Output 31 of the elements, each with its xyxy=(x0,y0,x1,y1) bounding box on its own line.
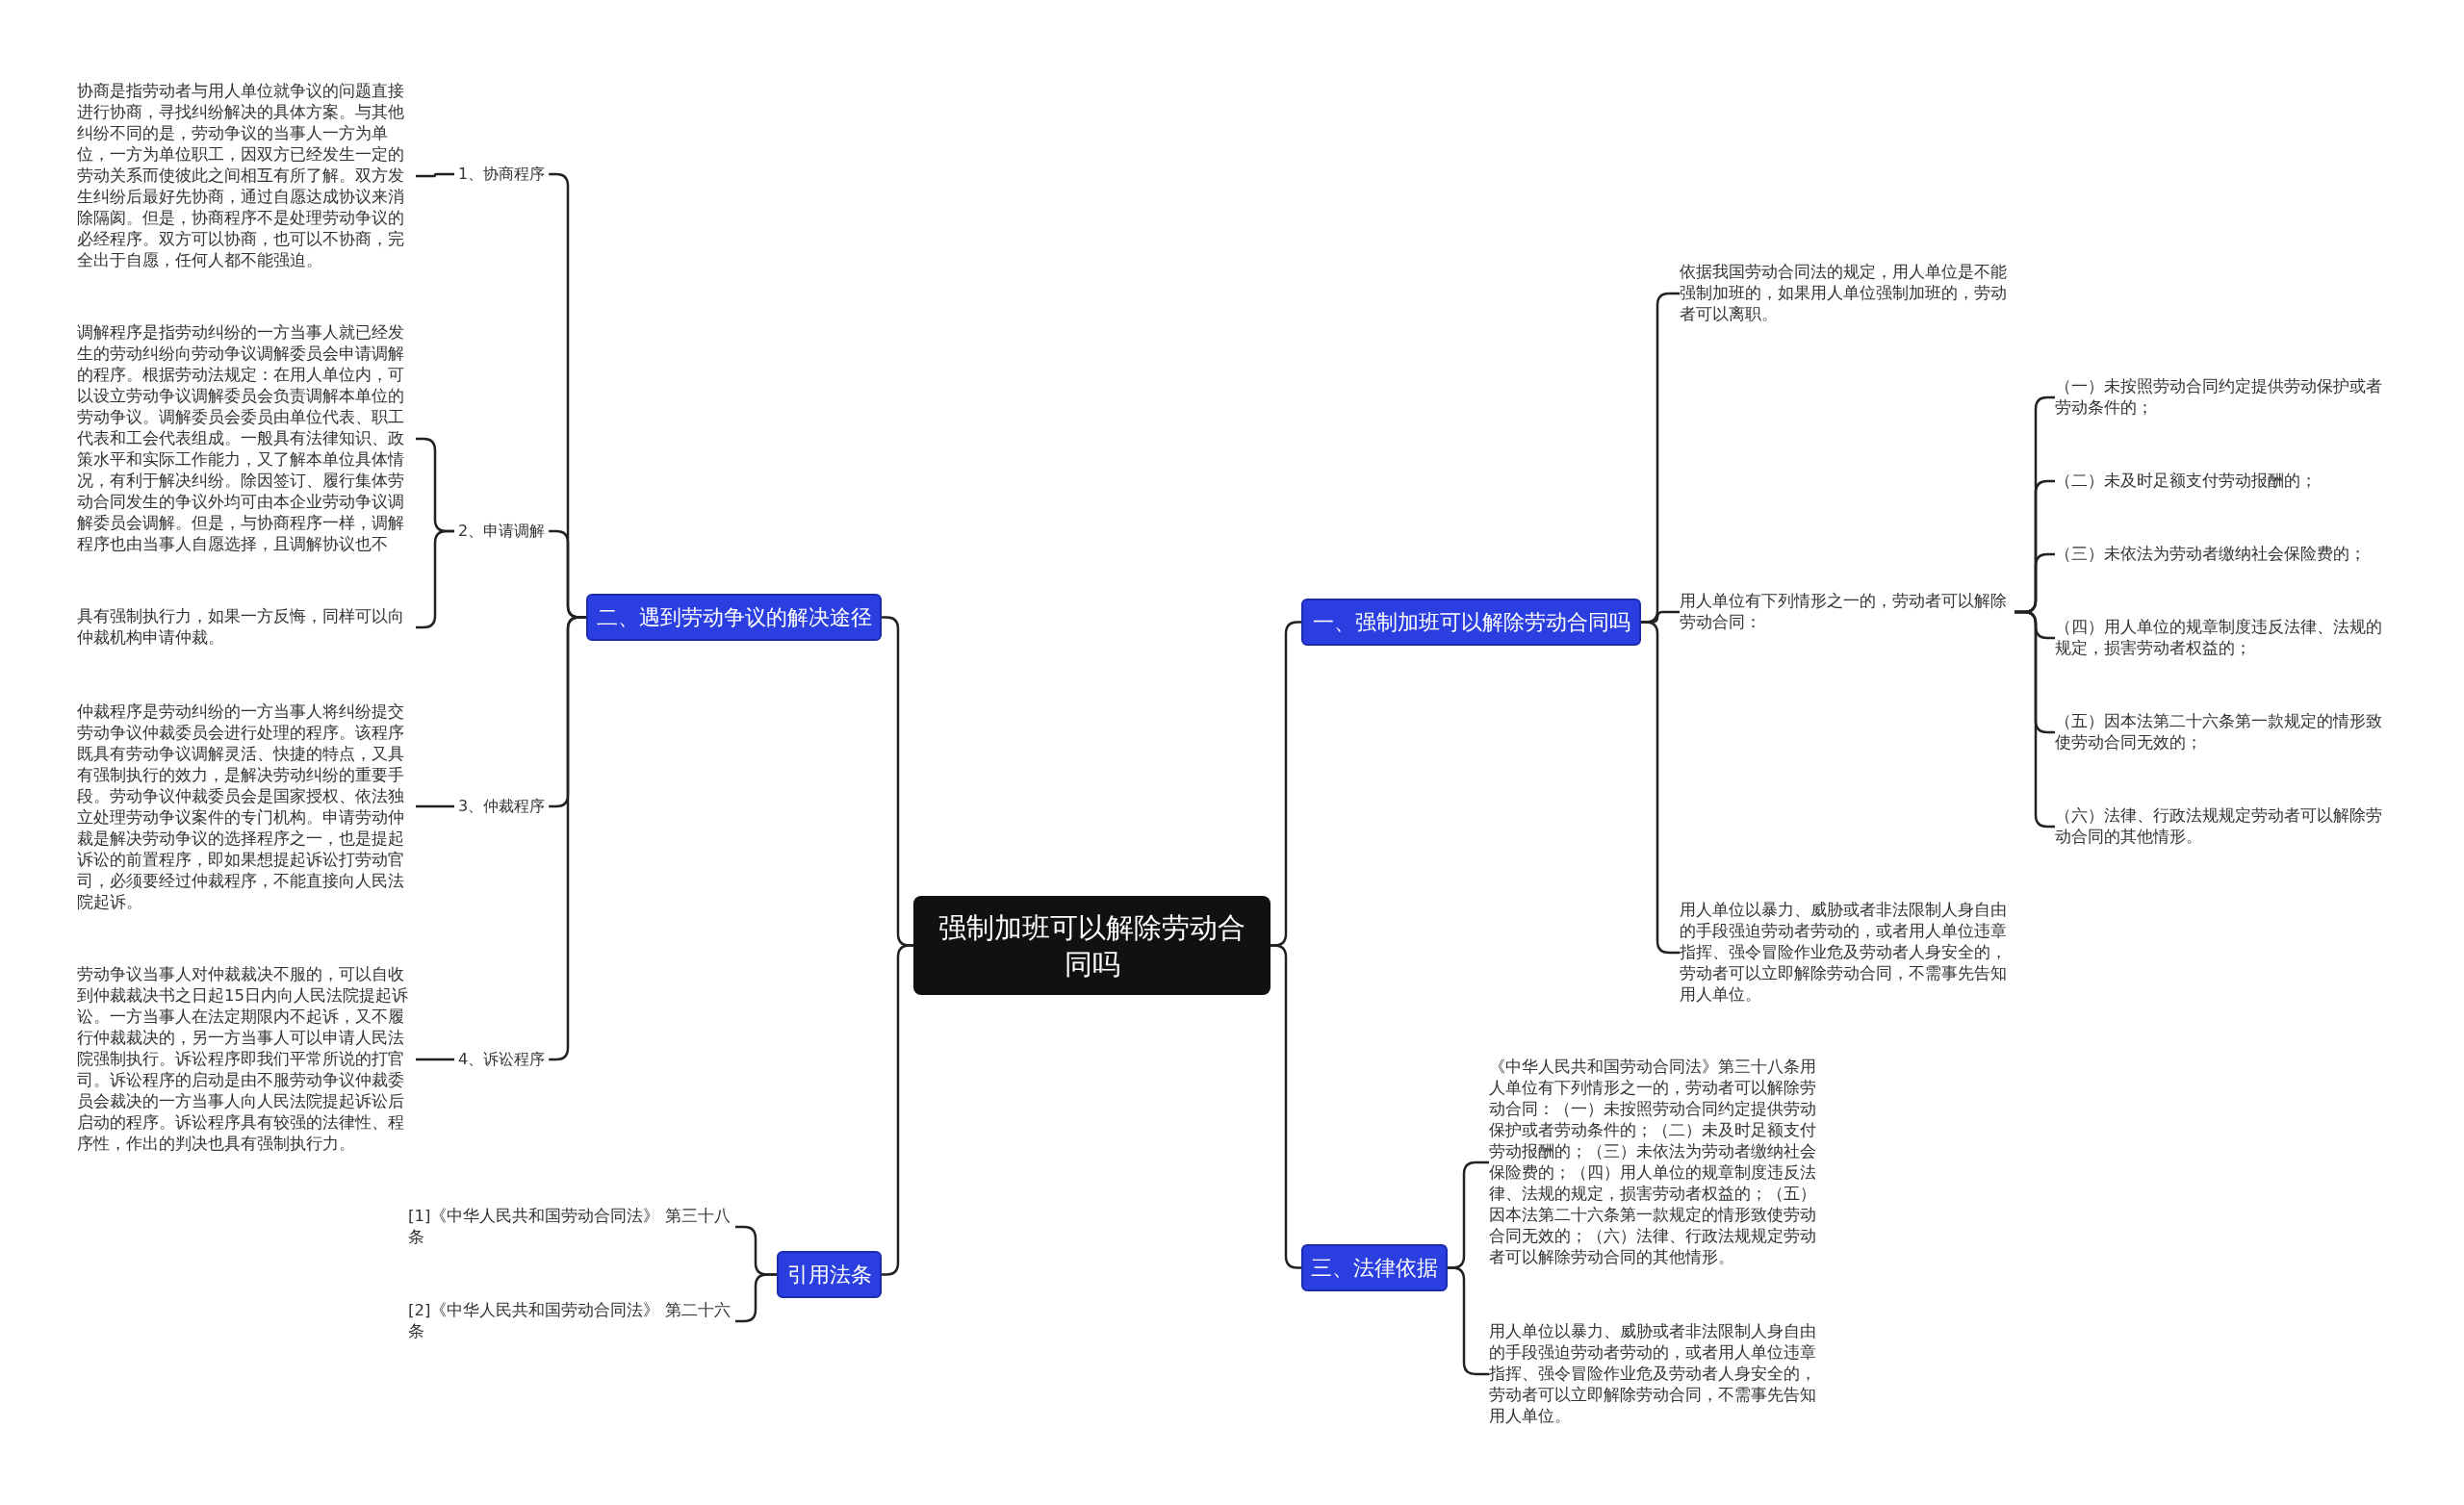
connector-line xyxy=(416,1058,454,1061)
branch-topic-box: 一、强制加班可以解除劳动合同吗 xyxy=(1301,599,1641,646)
branch-topic-box: 三、法律依据 xyxy=(1301,1244,1448,1291)
note-text: 用人单位有下列情形之一的，劳动者可以解除劳动合同： xyxy=(1680,591,2015,633)
note-text: 《中华人民共和国劳动合同法》第三十八条用人单位有下列情形之一的，劳动者可以解除劳动合同：（一）未按照劳动合同约定提供劳动保护或者劳动条件的；（二）未及时足额支付劳动报酬的；（三）未依法为劳动者缴纳社会保险费的；（四）用人单位的规章制度违反法律、法规的规定，损害劳动者权益的；（五）因本法第二十六条第一款规定的情形致使劳动合同无效的；（六）法律、行政法规规定劳动者可以解除劳动合同的其他情形。 xyxy=(1489,1057,1826,1268)
note-text: 劳动争议当事人对仲裁裁决不服的，可以自收到仲裁裁决书之日起15日内向人民法院提起诉讼。一方当事人在法定期限内不起诉，又不履行仲裁裁决的，另一方当事人可以申请人民法院强制执行。诉讼程序即我们平常所说的打官司。诉讼程序的启动是由不服劳动争议仲裁委员会裁决的一方当事人向人民法院提起诉讼后启动的程序。诉讼程序具有较强的法律性、程序性，作出的判决也具有强制执行力。 xyxy=(77,964,416,1155)
note-text: 仲裁程序是劳动纠纷的一方当事人将纠纷提交劳动争议仲裁委员会进行处理的程序。该程序既具有劳动争议调解灵活、快捷的特点，又具有强制执行的效力，是解决劳动纠纷的重要手段。劳动争议仲裁委员会是国家授权、依法独立处理劳动争议案件的专门机构。申请劳动仲裁是解决劳动争议的选择程序之一，也是提起诉讼的前置程序，即如果想提起诉讼打劳动官司，必须要经过仲裁程序，不能直接向人民法院起诉。 xyxy=(77,701,416,913)
central-topic-box: 强制加班可以解除劳动合同吗 xyxy=(913,896,1270,995)
connector-line xyxy=(416,804,454,808)
connector-line xyxy=(416,172,454,178)
topic-label: 3、仲裁程序 xyxy=(454,796,550,817)
note-text: 具有强制执行力，如果一方反悔，同样可以向仲裁机构申请仲裁。 xyxy=(77,606,416,649)
note-text: （二）未及时足额支付劳动报酬的； xyxy=(2055,471,2392,492)
branch-topic-box: 二、遇到劳动争议的解决途径 xyxy=(586,594,882,641)
note-text: [2]《中华人民共和国劳动合同法》 第二十六条 xyxy=(408,1300,735,1342)
note-text: （三）未依法为劳动者缴纳社会保险费的； xyxy=(2055,544,2392,565)
branch-topic-box: 引用法条 xyxy=(777,1251,882,1298)
note-text: 用人单位以暴力、威胁或者非法限制人身自由的手段强迫劳动者劳动的，或者用人单位违章指挥、强令冒险作业危及劳动者人身安全的，劳动者可以立即解除劳动合同，不需事先告知用人单位。 xyxy=(1489,1321,1826,1427)
note-text: 用人单位以暴力、威胁或者非法限制人身自由的手段强迫劳动者劳动的，或者用人单位违章指挥、强令冒险作业危及劳动者人身安全的，劳动者可以立即解除劳动合同，不需事先告知用人单位。 xyxy=(1680,900,2015,1006)
note-text: 调解程序是指劳动纠纷的一方当事人就已经发生的劳动纠纷向劳动争议调解委员会申请调解的程序。根据劳动法规定：在用人单位内，可以设立劳动争议调解委员会负责调解本单位的劳动争议。调解委员会委员由单位代表、职工代表和工会代表组成。一般具有法律知识、政策水平和实际工作能力，又了解本单位具体情况，有利于解决纠纷。除因签订、履行集体劳动合同发生的争议外均可由本企业劳动争议调解委员会调解。但是，与协商程序一样，调解程序也由当事人自愿选择，且调解协议也不 xyxy=(77,322,416,555)
topic-label: 2、申请调解 xyxy=(454,521,550,542)
note-text: [1]《中华人民共和国劳动合同法》 第三十八条 xyxy=(408,1206,735,1248)
note-text: （六）法律、行政法规规定劳动者可以解除劳动合同的其他情形。 xyxy=(2055,805,2392,848)
topic-label: 1、协商程序 xyxy=(454,164,550,185)
note-text: （五）因本法第二十六条第一款规定的情形致使劳动合同无效的； xyxy=(2055,711,2392,753)
topic-label: 4、诉讼程序 xyxy=(454,1049,550,1070)
note-text: （一）未按照劳动合同约定提供劳动保护或者劳动条件的； xyxy=(2055,376,2392,419)
note-text: （四）用人单位的规章制度违反法律、法规的规定，损害劳动者权益的； xyxy=(2055,617,2392,659)
note-text: 依据我国劳动合同法的规定，用人单位是不能强制加班的，如果用人单位强制加班的，劳动者可以离职。 xyxy=(1680,262,2015,325)
connector-line xyxy=(549,616,586,1061)
note-text: 协商是指劳动者与用人单位就争议的问题直接进行协商，寻找纠纷解决的具体方案。与其他纠纷不同的是，劳动争议的当事人一方为单位，一方为单位职工，因双方已经发生一定的劳动关系而使彼此之间相互有所了解。双方发生纠纷后最好先协商，通过自愿达成协议来消除隔阂。但是，协商程序不是处理劳动争议的必经程序。双方可以协商，也可以不协商，完全出于自愿，任何人都不能强迫。 xyxy=(77,81,416,271)
